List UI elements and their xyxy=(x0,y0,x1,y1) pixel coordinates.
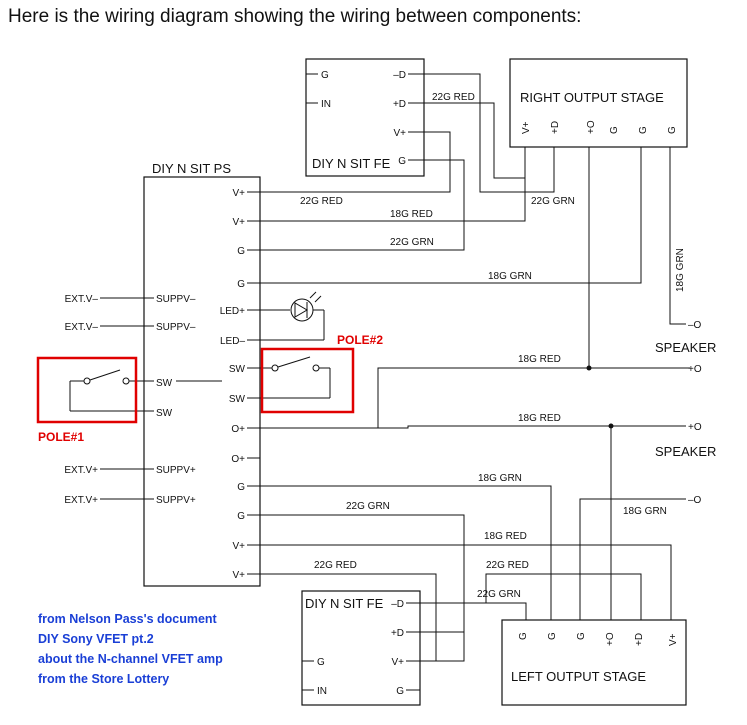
speaker-terminal-label: +O xyxy=(688,364,702,375)
ps-pin-label: O+ xyxy=(231,424,245,435)
pole1-highlight-box xyxy=(36,356,138,424)
left-stage-pin-label: G xyxy=(518,632,529,640)
speaker-label: SPEAKER xyxy=(655,444,716,459)
wire-label: 18G GRN xyxy=(478,473,522,484)
ps-right-pins xyxy=(247,191,260,575)
wire-label: 22G RED xyxy=(300,196,343,207)
ps-pin-label: SUPPV+ xyxy=(156,465,196,476)
wire-label: 18G GRN xyxy=(675,248,686,292)
speaker-terminal-label: +O xyxy=(688,422,702,433)
ps-pin-label: V+ xyxy=(232,541,245,552)
pole1-label: POLE#1 xyxy=(38,430,84,444)
wire-label: 18G RED xyxy=(518,413,561,424)
right-stage-pin-label: G xyxy=(609,126,620,134)
left-stage-pin-label: V+ xyxy=(668,633,679,646)
page-title: Here is the wiring diagram showing the w… xyxy=(8,6,582,27)
right-stage-pin-label: V+ xyxy=(521,121,532,134)
ps-pin-label: SW xyxy=(229,394,246,405)
ps-title: DIY N SIT PS xyxy=(152,161,231,176)
left-stage-pin-label: +O xyxy=(605,632,616,646)
ps-pin-label: SUPPV– xyxy=(156,294,196,305)
ps-pin-label: SUPPV– xyxy=(156,322,196,333)
ps-pin-label: V+ xyxy=(232,217,245,228)
wire-label: 22G GRN xyxy=(346,501,390,512)
fe-top-pin-label: +D xyxy=(393,99,406,110)
wire-label: 18G GRN xyxy=(623,506,667,517)
ps-pin-label: LED+ xyxy=(220,306,245,317)
fe-top-box xyxy=(305,58,425,177)
fe-bottom-pin-label: G xyxy=(317,657,325,668)
right-stage-pin-label: G xyxy=(638,126,649,134)
speaker-label: SPEAKER xyxy=(655,340,716,355)
ps-pin-label: G xyxy=(237,511,245,522)
speaker-terminal-label: –O xyxy=(688,320,702,331)
wire-label: 22G GRN xyxy=(477,589,521,600)
right-stage-pin-label: G xyxy=(667,126,678,134)
pole2-highlight-box xyxy=(260,347,355,414)
fe-top-pin-label: –D xyxy=(393,70,406,81)
fe-top-pins xyxy=(306,73,424,161)
fe-bottom-pin-label: V+ xyxy=(391,657,404,668)
wire-label: 18G RED xyxy=(484,531,527,542)
ext-v-minus-label: EXT.V– xyxy=(65,294,99,305)
ext-v-minus-label: EXT.V– xyxy=(65,322,99,333)
left-stage-pin-label: G xyxy=(576,632,587,640)
left-stage-pin-label: +D xyxy=(634,633,645,646)
credit-line: DIY Sony VFET pt.2 xyxy=(38,632,154,646)
fe-bottom-box xyxy=(301,590,421,706)
ext-v-plus-label: EXT.V+ xyxy=(64,495,98,506)
ps-pin-label: LED– xyxy=(220,336,245,347)
left-stage-pin-label: G xyxy=(547,632,558,640)
pole2-label: POLE#2 xyxy=(337,333,383,347)
ps-pin-label: G xyxy=(237,246,245,257)
wires xyxy=(260,73,690,662)
wire-label: 22G GRN xyxy=(390,237,434,248)
fe-top-pin-label: G xyxy=(321,70,329,81)
fe-bottom-pins xyxy=(302,602,420,691)
pole2-switch xyxy=(260,356,331,399)
fe-top-pin-label: G xyxy=(398,156,406,167)
junction-dot xyxy=(586,365,592,371)
wire-label: 22G GRN xyxy=(531,196,575,207)
wire-label: 22G RED xyxy=(432,92,475,103)
ps-pin-label: SW xyxy=(156,408,173,419)
right-output-stage-box xyxy=(509,58,688,148)
junction-dot xyxy=(608,423,614,429)
wire-label: 18G RED xyxy=(390,209,433,220)
fe-bottom-pin-label: IN xyxy=(317,686,327,697)
fe-bottom-pin-label: G xyxy=(396,686,404,697)
ps-pin-label: SW xyxy=(156,378,173,389)
fe-top-pin-label: IN xyxy=(321,99,331,110)
ps-pin-label: G xyxy=(237,279,245,290)
fe-bottom-title: DIY N SIT FE xyxy=(305,596,384,611)
pole1-switch xyxy=(69,369,222,412)
ps-pin-label: O+ xyxy=(231,454,245,465)
fe-top-title: DIY N SIT FE xyxy=(312,156,391,171)
ps-pin-label: SW xyxy=(229,364,246,375)
credit-line: about the N-channel VFET amp xyxy=(38,652,223,666)
speaker-terminal-label: –O xyxy=(688,495,702,506)
fe-bottom-pin-label: +D xyxy=(391,628,404,639)
right-stage-pin-label: +D xyxy=(550,121,561,134)
wire-label: 18G RED xyxy=(518,354,561,365)
left-output-stage-box xyxy=(501,619,687,706)
ps-pin-label: SUPPV+ xyxy=(156,495,196,506)
right-stage-pin-label: +O xyxy=(586,120,597,134)
credit-line: from the Store Lottery xyxy=(38,672,169,686)
credit-line: from Nelson Pass's document xyxy=(38,612,218,626)
ps-pin-label: V+ xyxy=(232,570,245,581)
wire-label: 22G RED xyxy=(486,560,529,571)
wire-label: 18G GRN xyxy=(488,271,532,282)
wire-label: 22G RED xyxy=(314,560,357,571)
right-output-stage-title: RIGHT OUTPUT STAGE xyxy=(520,90,664,105)
ps-pin-label: G xyxy=(237,482,245,493)
left-output-stage-title: LEFT OUTPUT STAGE xyxy=(511,669,646,684)
led-icon xyxy=(260,291,325,341)
ps-left-wires xyxy=(100,297,154,500)
ext-v-plus-label: EXT.V+ xyxy=(64,465,98,476)
fe-top-pin-label: V+ xyxy=(393,128,406,139)
fe-bottom-pin-label: –D xyxy=(391,599,404,610)
ps-pin-label: V+ xyxy=(232,188,245,199)
